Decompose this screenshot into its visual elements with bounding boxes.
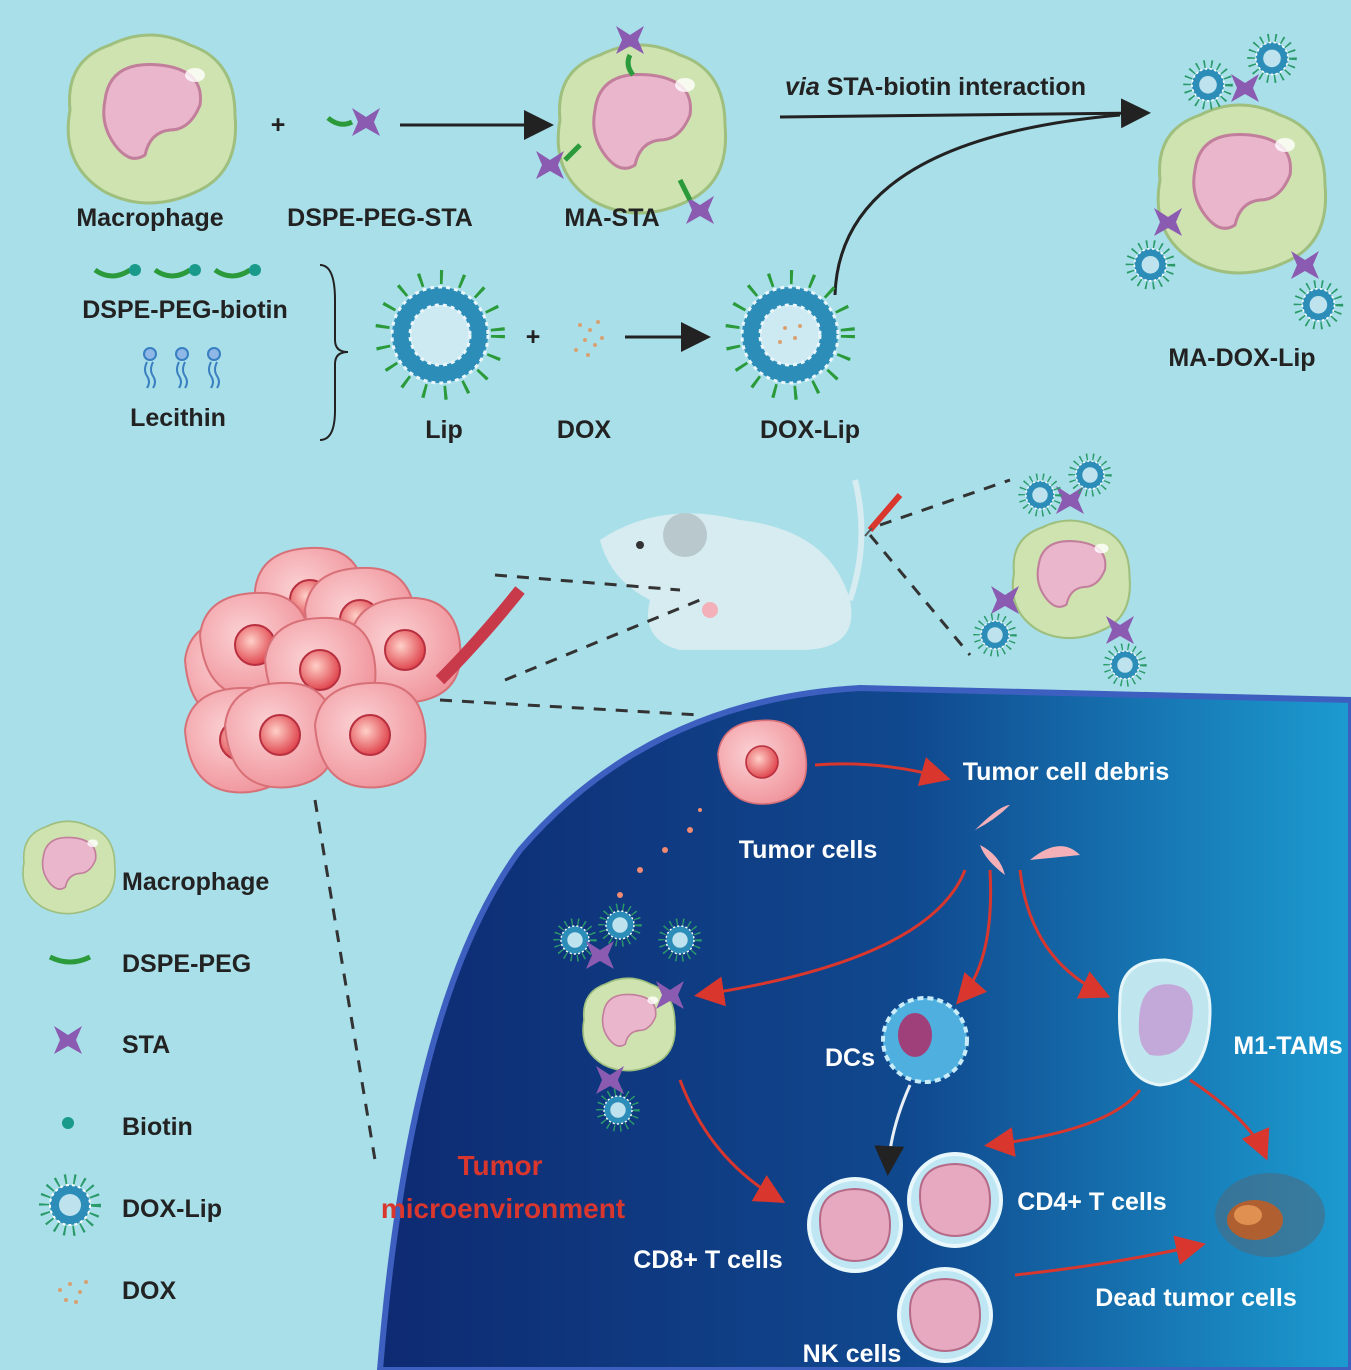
brace: [319, 264, 349, 441]
tumor-cluster-image: [184, 546, 525, 794]
label-dox-lip: DOX-Lip: [760, 416, 860, 444]
macrophage-image: [66, 33, 238, 205]
legend-label: Macrophage: [122, 868, 269, 896]
label-dspe-peg-biotin: DSPE-PEG-biotin: [82, 296, 288, 324]
cd8-t-cell-image: [807, 1177, 903, 1273]
dead-tumor-cell-image: [1215, 1173, 1325, 1257]
lecithin-image: [143, 347, 221, 389]
debris-image: [975, 805, 1080, 875]
label-tumor-cell-debris: Tumor cell debris: [963, 758, 1170, 786]
legend-label: DOX-Lip: [122, 1195, 222, 1223]
label-microenvironment: microenvironment: [381, 1193, 625, 1224]
arrows: [678, 869, 1270, 1277]
label-cd8-t-cells: CD8+ T cells: [633, 1246, 782, 1274]
biotin-icon: [62, 1117, 74, 1129]
label-tumor: Tumor: [457, 1150, 542, 1181]
dashed-lines: [313, 478, 1011, 1161]
label-lip: Lip: [425, 416, 463, 444]
dox-image: [574, 320, 604, 357]
dc-image: [881, 996, 969, 1084]
dox-particles: [617, 808, 702, 898]
label-dspe-peg-sta: DSPE-PEG-STA: [287, 204, 473, 232]
plus-sign: +: [526, 323, 541, 351]
label-cd4-t-cells: CD4+ T cells: [1017, 1188, 1166, 1216]
plus-sign: +: [271, 111, 286, 139]
legend-label: STA: [122, 1031, 170, 1059]
arrow: [874, 1084, 912, 1176]
label-interaction: via STA-biotin interaction: [785, 73, 1086, 101]
dspe-peg-icon: [48, 954, 92, 965]
dspe-peg-sta-image: [326, 108, 380, 136]
dox-icon: [58, 1280, 88, 1304]
label-ma-dox-lip: MA-DOX-Lip: [1168, 344, 1315, 372]
legend-label: DSPE-PEG: [122, 950, 251, 978]
macrophage-icon: [22, 820, 116, 915]
tumor-microenvironment-region: [376, 684, 1351, 1370]
mouse-image: [600, 479, 865, 650]
curved-arrow: [833, 113, 1121, 296]
label-m1-tams: M1-TAMs: [1233, 1032, 1342, 1060]
tumor-cell-image: [717, 719, 808, 805]
dox-lip-image: [732, 277, 848, 393]
label-dead-tumor-cells: Dead tumor cells: [1095, 1284, 1296, 1312]
syringe-icon: [864, 493, 903, 537]
m1-tam-image: [1118, 958, 1212, 1087]
label-tumor-cells: Tumor cells: [739, 836, 877, 864]
legend-label: DOX: [122, 1277, 177, 1305]
cd4-t-cell-image: [907, 1152, 1003, 1248]
label-ma-sta: MA-STA: [564, 204, 659, 232]
ma-sta-image: [536, 26, 728, 224]
label-dcs: DCs: [825, 1044, 875, 1072]
legend: Macrophage DSPE-PEG STA Biotin DOX-Lip D…: [22, 820, 269, 1305]
dspe-peg-biotin-image: [93, 264, 261, 279]
label-dox: DOX: [557, 416, 612, 444]
label-lecithin: Lecithin: [130, 404, 226, 432]
nk-cell-image: [897, 1267, 993, 1363]
legend-label: Biotin: [122, 1113, 193, 1141]
arrow: [779, 98, 1151, 129]
label-nk-cells: NK cells: [803, 1340, 902, 1368]
arrow: [814, 757, 951, 787]
label-macrophage: Macrophage: [76, 204, 223, 232]
